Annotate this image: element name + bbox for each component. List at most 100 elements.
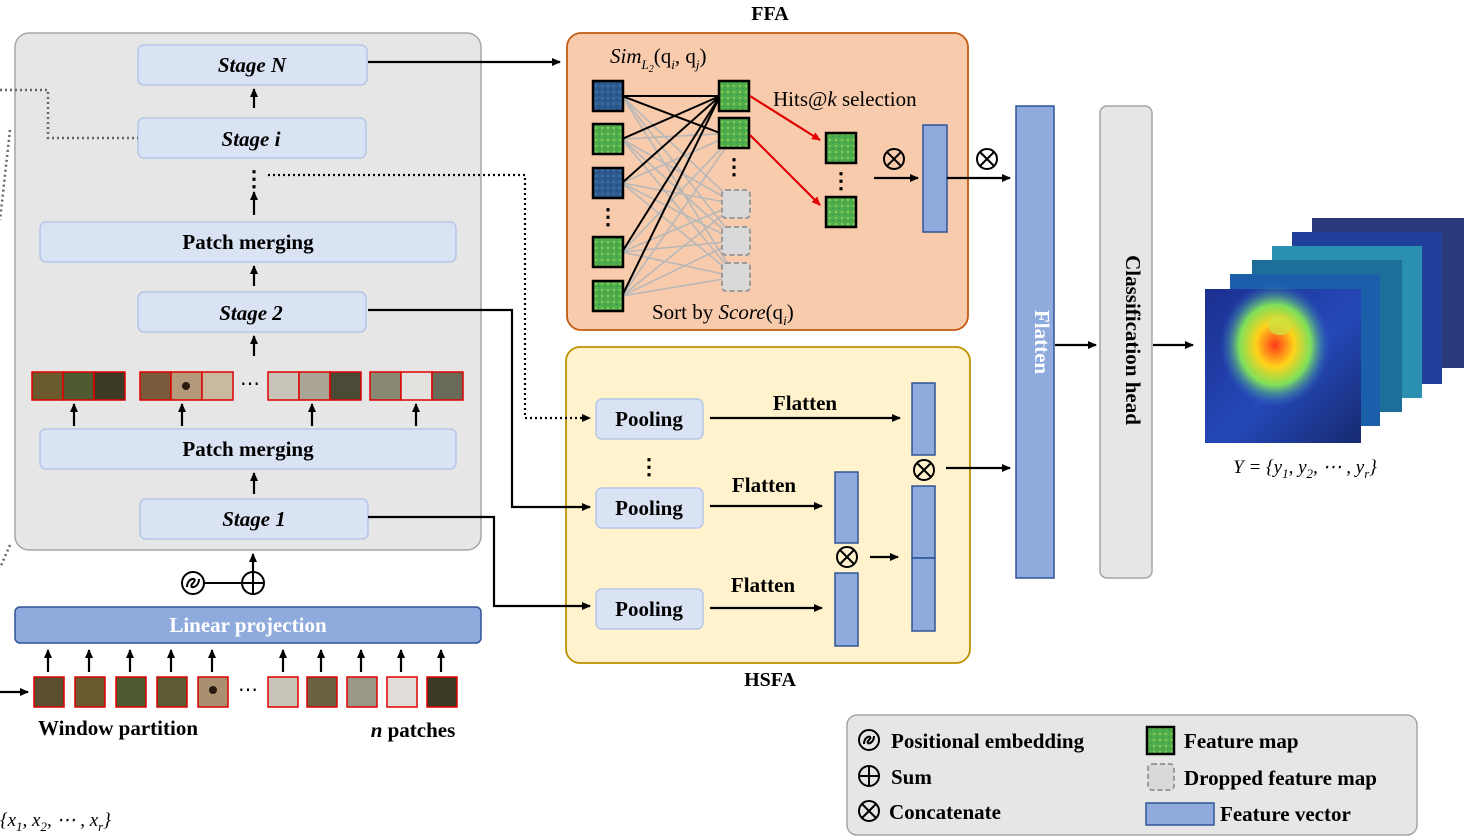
patch-group-4 [369, 371, 464, 401]
legend-feature-map: Feature map [1145, 725, 1299, 756]
pooling-block-bottom: Pooling [595, 588, 704, 630]
patch-merging-upper-block: Patch merging [39, 221, 457, 263]
classification-head-bar: Classification head [1099, 105, 1153, 579]
feature-map-icon [824, 195, 858, 229]
patch-group-3 [267, 371, 362, 401]
ffa-concat [874, 124, 948, 233]
backbone-arrows [70, 88, 420, 494]
hsfa-vector-concat-a [911, 485, 936, 559]
feature-map-icon [717, 116, 751, 150]
svg-text:Concatenate: Concatenate [889, 800, 1001, 824]
backbone-to-modules-connectors [368, 58, 591, 610]
patch-input-arrows [0, 649, 445, 696]
legend-dropped-feature-map: Dropped feature map [1147, 763, 1377, 791]
output-set-label: Y = {y1, y2, ⋯ , yr} [1233, 457, 1377, 481]
stage-n-block: Stage N [137, 44, 368, 86]
stage-2-label: Stage 2 [219, 301, 283, 325]
patch-ellipsis-lower: ⋯ [238, 679, 258, 701]
patch-merging-lower-label: Patch merging [182, 437, 314, 461]
pooling-block-mid: Pooling [595, 487, 704, 529]
svg-text:Feature map: Feature map [1184, 729, 1299, 753]
legend-concatenate: Concatenate [858, 800, 1001, 824]
patch-ellipsis-upper: ⋯ [240, 373, 260, 395]
hits-at-k-label: Hits@k selection [773, 87, 917, 111]
ffa-sim-formula: SimL2(qi, qj) [610, 44, 706, 75]
patch-merging-lower-block: Patch merging [39, 428, 457, 470]
hsfa-vector-concat-b [911, 557, 936, 632]
ffa-title: FFA [751, 3, 789, 25]
svg-text:Sum: Sum [891, 765, 932, 789]
backbone-vdots: ⋮ [243, 166, 265, 191]
pooling-label-bottom: Pooling [615, 597, 683, 621]
stage-2-block: Stage 2 [137, 291, 367, 333]
legend-sum: Sum [858, 765, 932, 789]
linear-projection-label: Linear projection [169, 613, 327, 637]
input-patches-row: ⋯ [33, 676, 458, 708]
flatten-label-bottom: Flatten [731, 573, 795, 597]
legend: Positional embedding Sum Concatenate Fea… [846, 714, 1418, 836]
feature-map-icon [591, 122, 625, 156]
pooling-block-top: Pooling [595, 398, 704, 440]
dropped-feature-map-icon [721, 262, 751, 292]
legend-feature-vector: Feature vector [1145, 802, 1351, 826]
stage-i-label: Stage i [222, 127, 281, 151]
hsfa-vector-bottom [834, 572, 859, 647]
concatenate-icon [976, 148, 998, 170]
hsfa-vdots: ⋮ [638, 454, 660, 479]
ffa-ranked-feature-maps: ⋮ [717, 79, 751, 292]
flatten-label-mid: Flatten [732, 473, 796, 497]
concatenate-icon [836, 546, 858, 568]
ffa-right-vdots: ⋮ [830, 168, 852, 193]
ffa-mid-vdots: ⋮ [723, 154, 745, 179]
ffa-panel [566, 32, 969, 331]
pooling-label-top: Pooling [615, 407, 683, 431]
stage-1-block: Stage 1 [139, 498, 369, 540]
dropped-feature-map-icon [1147, 763, 1175, 791]
feature-map-icon [1145, 725, 1176, 756]
positional-embedding-icon [858, 729, 880, 751]
ffa-left-vdots: ⋮ [597, 204, 619, 229]
window-partition-label: Window partition [38, 716, 198, 740]
patch-group-1 [31, 371, 126, 401]
merged-patches-row: ⋯ [31, 371, 464, 401]
positional-embedding-sum [181, 553, 265, 595]
flatten-bar: Flatten [1015, 105, 1055, 579]
feature-map-icon [717, 79, 751, 113]
svg-text:Feature vector: Feature vector [1220, 802, 1351, 826]
dropped-feature-map-icon [721, 226, 751, 256]
feature-vector-icon [1145, 802, 1215, 826]
hsfa-vector-mid [834, 471, 859, 544]
hsfa-flatten-arrows [710, 414, 1011, 612]
feature-map-icon [591, 235, 625, 269]
ffa-feature-vector [922, 124, 948, 233]
feature-map-icon [824, 131, 858, 165]
dotted-connectors-left [0, 88, 138, 569]
linear-projection-bar: Linear projection [14, 606, 482, 644]
selected-connections [621, 95, 721, 297]
patch-merging-upper-label: Patch merging [182, 230, 314, 254]
hsfa-concat-large [913, 459, 935, 481]
ffa-to-flatten [947, 148, 1011, 182]
stage-i-block: Stage i [137, 117, 367, 159]
concatenate-icon [913, 459, 935, 481]
svg-text:Dropped feature map: Dropped feature map [1184, 766, 1377, 790]
hsfa-title: HSFA [744, 669, 796, 691]
feature-map-icon [591, 79, 625, 113]
n-patches-label: n patches [371, 718, 456, 742]
ffa-selected-feature-maps: ⋮ [824, 131, 858, 229]
pooling-label-mid: Pooling [615, 496, 683, 520]
hsfa-concat-small [836, 546, 858, 568]
feature-map-icon [591, 166, 625, 200]
legend-positional-embedding: Positional embedding [858, 729, 1085, 753]
dropped-feature-map-icon [721, 189, 751, 219]
stage-1-label: Stage 1 [222, 507, 286, 531]
ffa-query-feature-maps: ⋮ [591, 79, 625, 313]
flatten-label-top: Flatten [773, 391, 837, 415]
sort-by-score-label: Sort by Score(qi) [652, 300, 794, 328]
concatenate-icon [858, 800, 880, 822]
hsfa-vector-top [911, 382, 936, 456]
stage-n-label: Stage N [218, 53, 287, 77]
concatenate-icon [883, 148, 905, 170]
classification-head-label: Classification head [1121, 255, 1145, 425]
